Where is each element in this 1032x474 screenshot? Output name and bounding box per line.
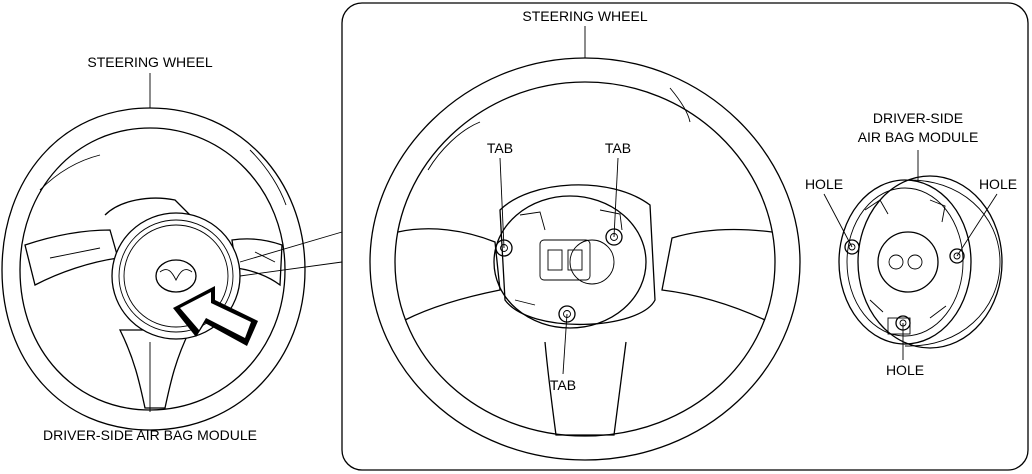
hole-bottom-label: HOLE	[886, 362, 924, 378]
tab-bottom-label: TAB	[550, 377, 576, 393]
airbag-module-label-line2: AIR BAG MODULE	[858, 129, 979, 145]
detail-airbag-module	[823, 150, 1003, 360]
detail-frame	[341, 2, 1029, 471]
tab-left-label: TAB	[487, 140, 513, 156]
tab-right-label: TAB	[605, 140, 631, 156]
overview-steering-wheel	[1, 73, 306, 431]
zoom-callout-line-upper	[239, 231, 343, 263]
zoom-callout-line-lower	[239, 261, 343, 277]
overview-steering-wheel-label: STEERING WHEEL	[87, 54, 212, 70]
airbag-module-label-line1: DRIVER-SIDE	[873, 110, 963, 126]
detail-steering-wheel	[369, 26, 801, 461]
detail-steering-wheel-label: STEERING WHEEL	[522, 8, 647, 24]
hole-right-label: HOLE	[979, 176, 1017, 192]
overview-airbag-module-label: DRIVER-SIDE AIR BAG MODULE	[43, 427, 257, 443]
hole-left-label: HOLE	[805, 176, 843, 192]
